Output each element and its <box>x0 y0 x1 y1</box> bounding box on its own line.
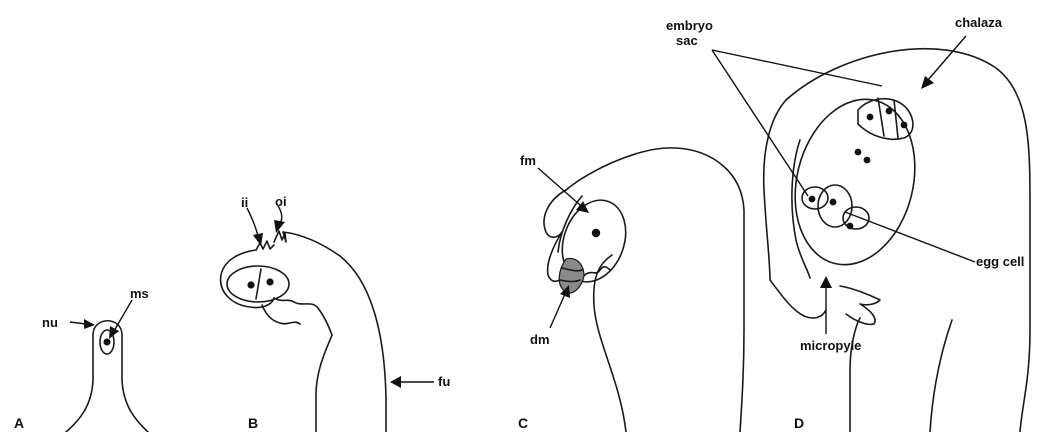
degenerating-megaspores <box>559 258 584 292</box>
egg-cell-label: egg cell <box>976 254 1024 269</box>
synergid-left-nucleus <box>809 196 816 203</box>
dm-label: dm <box>530 332 550 347</box>
dyad-division-wall <box>256 269 261 299</box>
antipodal-nucleus-2 <box>886 108 893 115</box>
panel-c-inner-outline <box>594 255 626 432</box>
panel-d-funiculus-right <box>930 320 952 432</box>
synergid-right-nucleus <box>847 223 854 230</box>
megasporocyte-nucleus <box>104 339 111 346</box>
embryo-sac-label-line1: embryo <box>666 18 713 33</box>
outer-integument-lower-edge <box>274 298 332 335</box>
panel-d: embryo sac chalaza egg cell micropyle D <box>666 15 1030 432</box>
embryo-sac-leader-2 <box>712 50 808 196</box>
micropyle-arrowhead <box>820 276 832 288</box>
ms-arrow <box>114 300 132 331</box>
fu-label: fu <box>438 374 450 389</box>
panel-d-letter: D <box>794 415 804 431</box>
panel-c-outer-outline <box>566 148 744 432</box>
chalaza-arrow <box>928 36 966 80</box>
polar-nucleus-2 <box>864 157 871 164</box>
nu-label: nu <box>42 315 58 330</box>
panel-d-outer-outline <box>786 49 1030 432</box>
dyad-nucleus-left <box>247 281 254 288</box>
functional-megaspore-nucleus <box>592 229 600 237</box>
chalaza-arrowhead <box>921 76 934 89</box>
antipodal-nucleus-1 <box>867 114 874 121</box>
panel-d-outer-integument-left <box>764 100 786 280</box>
outer-integument-inner-fold <box>262 305 300 324</box>
fu-arrowhead <box>390 376 401 388</box>
oi-label: oi <box>275 194 287 209</box>
panel-a-primordium-outline <box>66 321 148 432</box>
chalaza-label: chalaza <box>955 15 1003 30</box>
embryo-sac-label-line2: sac <box>676 33 698 48</box>
panel-b: ii oi fu B <box>221 194 451 432</box>
egg-cell-leader <box>845 212 975 262</box>
panel-d-funiculus-left <box>850 318 860 432</box>
antipodal-nucleus-3 <box>901 122 908 129</box>
ii-arrowhead <box>253 233 263 246</box>
ii-label: ii <box>241 195 248 210</box>
panel-c: fm dm C <box>518 148 744 432</box>
panel-a: nu ms A <box>14 286 149 432</box>
fm-arrow <box>538 168 580 205</box>
dm-arrow <box>550 294 565 328</box>
egg-cell-nucleus <box>830 199 837 206</box>
nu-arrowhead <box>84 319 95 329</box>
ms-label: ms <box>130 286 149 301</box>
nu-arrow <box>70 322 86 324</box>
panel-b-letter: B <box>248 415 258 431</box>
panel-b-funiculus-inner-outline <box>316 335 332 432</box>
embryo-sac-leader-1 <box>712 50 882 86</box>
micropyle-label: micropyle <box>800 338 861 353</box>
fm-label: fm <box>520 153 536 168</box>
polar-nucleus-1 <box>855 149 862 156</box>
panel-b-funiculus-outer-outline <box>283 232 386 432</box>
dyad-nucleus-right <box>266 278 273 285</box>
panel-c-letter: C <box>518 415 528 431</box>
panel-d-micropylar-fold-left <box>770 280 826 318</box>
embryo-sac <box>778 86 931 277</box>
ii-arrow <box>247 208 258 236</box>
antipodal-wall-2 <box>894 100 898 138</box>
panel-a-letter: A <box>14 415 24 431</box>
